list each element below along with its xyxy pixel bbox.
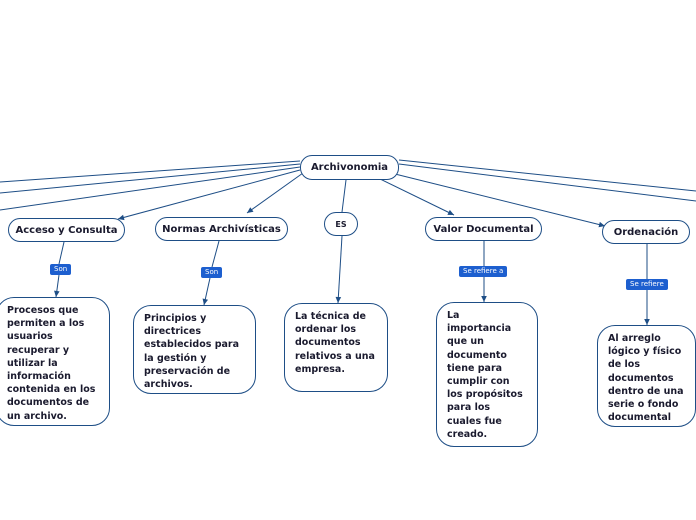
edge-ordenacion-detail-arrowhead [644,319,650,325]
link-label-se-refiere: Se refiere [626,279,668,290]
edge-root-valor [377,177,455,216]
edge-valor-detail-arrowhead [481,296,487,302]
detail-valor-documental[interactable]: La importancia que un documento tiene pa… [436,302,538,447]
edge-es-detail-arrowhead [335,296,342,303]
edge-root-offscreen-right-2 [398,163,696,202]
root-node-label: Archivonomia [310,162,389,173]
edge-root-ordenacion [394,173,606,227]
link-label-son: Son [201,267,223,278]
topic-label: Valor Documental [433,223,534,235]
edge-root-acceso [117,169,301,220]
topic-label: ES [335,219,347,229]
edge-root-offscreen-left-1 [0,160,301,183]
link-label-son: Son [50,264,72,275]
topic-valor-documental[interactable]: Valor Documental [425,217,542,241]
topic-acceso-consulta[interactable]: Acceso y Consulta [8,218,125,242]
root-node-archivonomia[interactable]: Archivonomia [300,155,399,180]
edge-es-detail [337,235,343,304]
edge-acceso-tag [58,241,65,265]
edge-acceso-detail-arrowhead [54,290,60,297]
topic-ordenacion[interactable]: Ordenación [602,220,690,244]
detail-es[interactable]: La técnica de ordenar los documentos rel… [284,303,388,392]
topic-label: Ordenación [613,226,679,238]
detail-acceso-consulta[interactable]: Procesos que permiten a los usuarios rec… [0,297,110,426]
topic-es[interactable]: ES [324,212,358,236]
edge-root-normas [246,172,304,214]
link-label-se-refiere-a: Se refiere a [459,266,508,277]
edge-root-valor-arrowhead [447,209,454,215]
topic-label: Acceso y Consulta [15,224,118,236]
edge-root-offscreen-left-2 [0,163,301,194]
edge-normas-detail-arrowhead [202,298,209,305]
edge-root-normas-arrowhead [247,207,254,213]
edge-root-es [341,179,347,213]
topic-normas-archivisticas[interactable]: Normas Archivísticas [155,217,288,241]
detail-ordenacion[interactable]: Al arreglo lógico y físico de los docume… [597,325,696,427]
edge-root-acceso-arrowhead [118,214,125,221]
edge-root-offscreen-right-1 [398,159,696,192]
detail-normas-archivisticas[interactable]: Principios y directrices establecidos pa… [133,305,256,394]
edge-root-offscreen-left-3 [0,166,301,211]
edge-normas-tag [211,240,220,268]
topic-label: Normas Archivísticas [162,223,281,235]
